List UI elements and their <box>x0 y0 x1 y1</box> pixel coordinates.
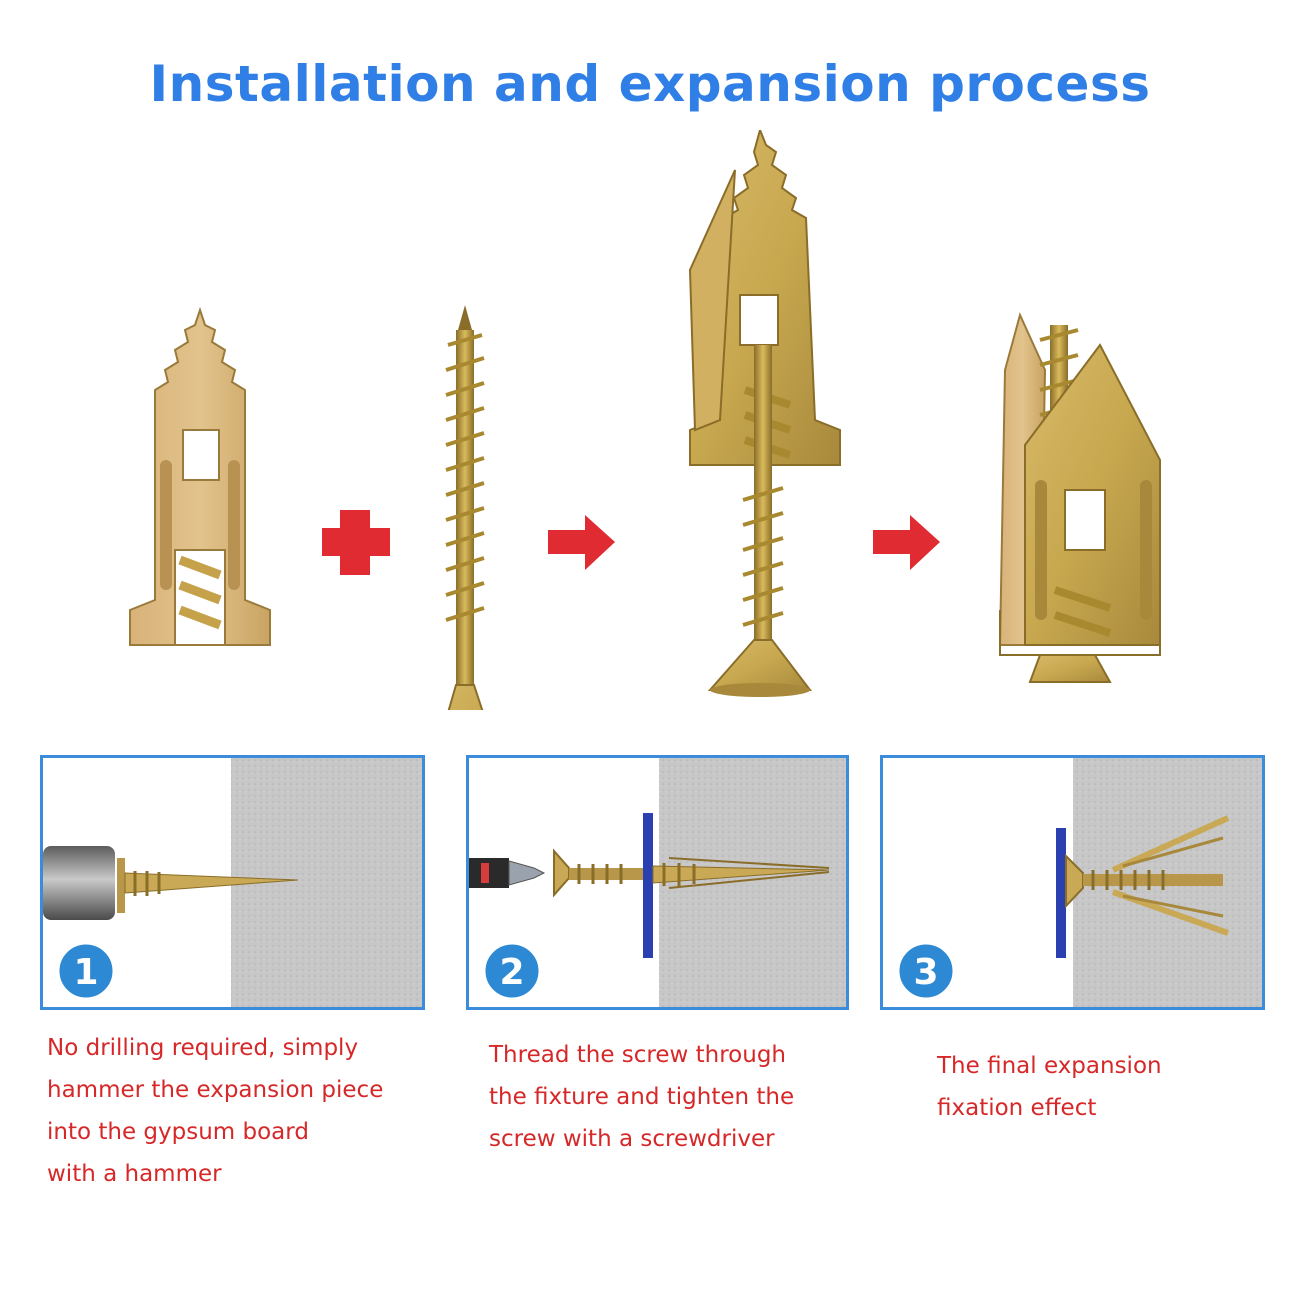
gypsum-wall <box>659 758 846 1007</box>
step-number-badge: 2 <box>482 941 542 1001</box>
fixture-plate <box>643 813 653 958</box>
page-title: Installation and expansion process <box>149 55 1151 113</box>
arrow-right-icon <box>873 515 940 570</box>
anchor-being-hammered-image <box>117 858 299 913</box>
hammer-image <box>43 846 115 920</box>
svg-text:2: 2 <box>499 952 524 993</box>
assembled-anchor-image <box>688 130 841 697</box>
screw-image <box>445 305 485 710</box>
step-3-panel: 3 <box>880 755 1265 1010</box>
step-number-badge: 1 <box>56 941 116 1001</box>
fixture-plate <box>1056 828 1066 958</box>
screw-image <box>553 848 654 898</box>
step-3-caption: The final expansion fixation effect <box>937 1053 1162 1121</box>
expanded-anchor-in-wall-image <box>1065 815 1230 936</box>
step-2-panel: 2 <box>466 755 849 1010</box>
step-2-caption: Thread the screw through the fixture and… <box>489 1042 795 1152</box>
anchor-in-wall-image <box>652 857 830 889</box>
svg-text:1: 1 <box>73 952 98 993</box>
drywall-anchor-image <box>129 306 271 646</box>
product-illustration-row <box>0 130 1300 710</box>
plus-icon <box>322 510 390 575</box>
step-1-panel: 1 <box>40 755 425 1010</box>
step-number-badge: 3 <box>896 941 956 1001</box>
step-1-caption: No drilling required, simply hammer the … <box>47 1035 384 1187</box>
expanded-anchor-image <box>998 312 1161 683</box>
svg-text:3: 3 <box>913 952 938 993</box>
screwdriver-image <box>469 858 546 888</box>
arrow-right-icon <box>548 515 615 570</box>
gypsum-wall <box>231 758 422 1007</box>
